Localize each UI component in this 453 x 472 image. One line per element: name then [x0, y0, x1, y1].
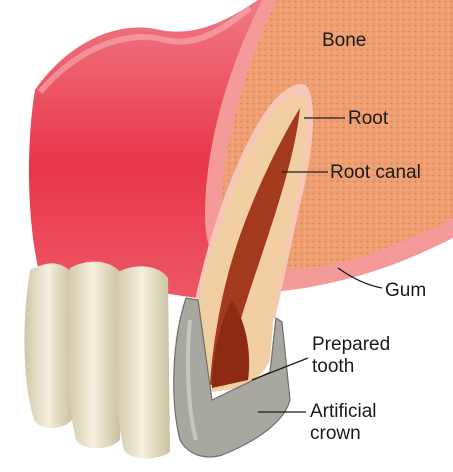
tooth-3	[115, 266, 170, 458]
label-prepared-tooth: Prepared tooth	[312, 334, 390, 378]
label-gum: Gum	[385, 280, 426, 301]
tooth-2	[67, 262, 120, 449]
label-artificial-crown: Artificial crown	[310, 401, 377, 445]
label-prepared-line1: Prepared	[312, 334, 390, 356]
label-root-canal: Root canal	[330, 162, 421, 183]
label-crown-line2: crown	[310, 423, 377, 445]
label-prepared-line2: tooth	[312, 356, 390, 378]
label-bone: Bone	[322, 30, 366, 51]
tooth-1	[24, 263, 72, 428]
label-crown-line1: Artificial	[310, 401, 377, 423]
label-root: Root	[348, 108, 388, 129]
